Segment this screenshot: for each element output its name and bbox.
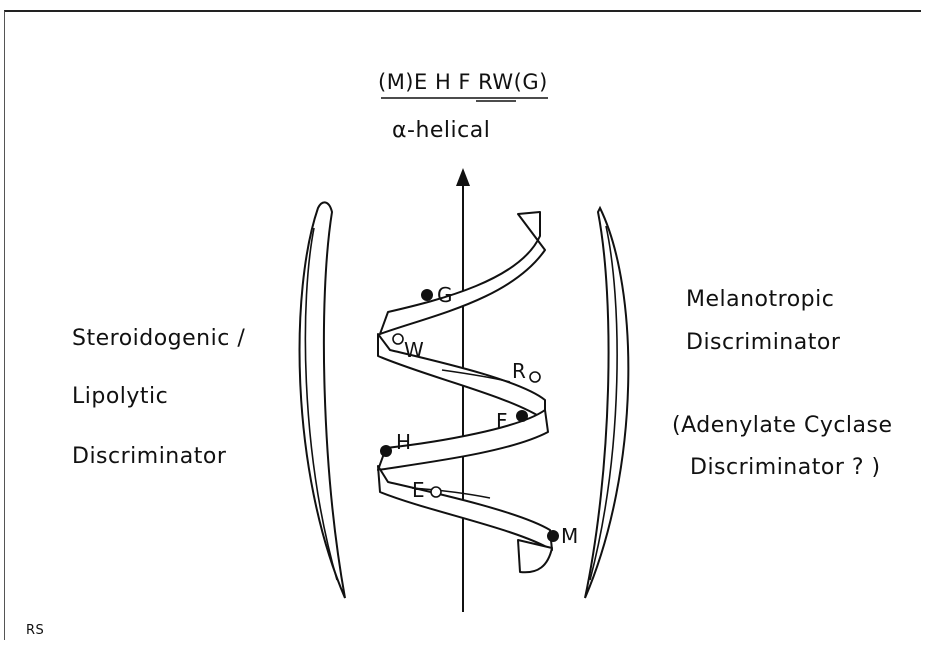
helix-back-edges bbox=[411, 369, 511, 499]
right-sublabel-line-1: (Adenylate Cyclase bbox=[672, 413, 893, 438]
residue-e-marker bbox=[430, 486, 442, 498]
residue-r-label: R bbox=[512, 359, 526, 383]
residue-r-marker bbox=[529, 371, 541, 383]
right-crescent-inner-edge bbox=[589, 225, 618, 581]
sequence-label: (M)E H F RW(G) bbox=[378, 70, 548, 94]
residue-g-label: G bbox=[437, 283, 453, 307]
left-label-line-1: Steroidogenic / bbox=[72, 326, 246, 351]
residue-m-marker bbox=[547, 530, 559, 542]
residue-g-marker bbox=[421, 289, 433, 301]
right-sublabel-line-2: Discriminator ? ) bbox=[690, 455, 881, 480]
left-crescent-inner-edge bbox=[304, 227, 338, 581]
residue-h-label: H bbox=[396, 430, 411, 454]
conformation-label: α-helical bbox=[392, 118, 491, 143]
axis-arrowhead bbox=[456, 168, 470, 186]
residue-m-label: M bbox=[561, 524, 578, 548]
residue-f-label: F bbox=[496, 409, 508, 433]
left-label-line-2: Lipolytic bbox=[72, 384, 169, 409]
residue-e-label: E bbox=[412, 478, 425, 502]
left-label-line-3: Discriminator bbox=[72, 444, 227, 469]
residue-w-marker bbox=[392, 333, 404, 345]
right-label-line-2: Discriminator bbox=[686, 330, 841, 355]
left-discriminator-crescent bbox=[298, 201, 346, 599]
right-discriminator-crescent bbox=[584, 205, 630, 599]
initials: RS bbox=[26, 623, 45, 638]
right-label-line-1: Melanotropic bbox=[686, 287, 835, 312]
residue-h-marker bbox=[380, 445, 392, 457]
residue-f-marker bbox=[516, 410, 528, 422]
figure-frame bbox=[4, 10, 921, 640]
residue-w-label: W bbox=[404, 338, 424, 362]
helix-ribbon bbox=[377, 211, 553, 574]
